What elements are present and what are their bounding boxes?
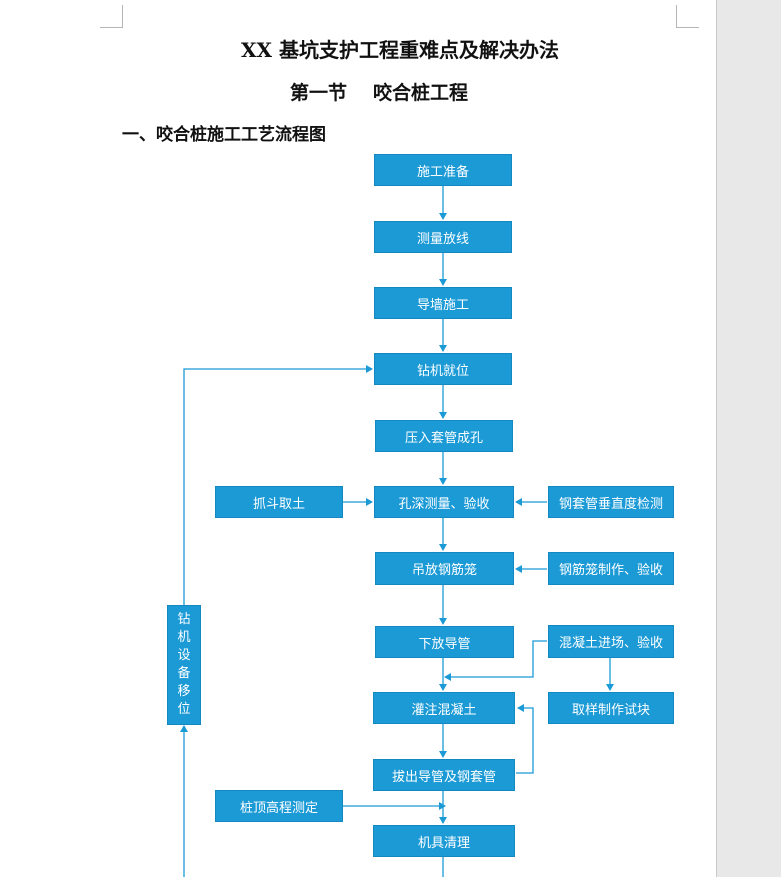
input-sample-making: 取样制作试块 xyxy=(548,692,674,724)
input-cage-fabrication: 钢筋笼制作、验收 xyxy=(548,552,674,585)
crop-mark-top-right xyxy=(676,5,699,28)
loop-char-3: 设 xyxy=(177,648,191,663)
input-pile-top-elevation: 桩顶高程测定 xyxy=(215,790,343,822)
step-equipment-cleaning: 机具清理 xyxy=(373,825,515,857)
subheading: 一、咬合桩施工工艺流程图 xyxy=(122,125,326,145)
step-depth-check: 孔深测量、验收 xyxy=(374,486,514,518)
input-concrete-arrival: 混凝土进场、验收 xyxy=(548,625,674,658)
input-grab-soil: 抓斗取土 xyxy=(215,486,343,518)
document-page: XX 基坑支护工程重难点及解决办法 第一节 咬合桩工程 一、咬合桩施工工艺流程图 xyxy=(0,0,717,877)
connector-casing-loop xyxy=(516,704,534,774)
loop-char-1: 钻 xyxy=(177,612,191,627)
section-heading: 第一节 咬合桩工程 xyxy=(290,78,468,105)
step-survey-setout: 测量放线 xyxy=(374,221,512,253)
loop-char-6: 位 xyxy=(177,702,191,717)
crop-mark-top-left xyxy=(100,5,123,28)
step-rig-position: 钻机就位 xyxy=(374,353,512,385)
loop-char-4: 备 xyxy=(177,666,191,681)
step-casing-extraction: 拔出导管及钢套管 xyxy=(373,759,515,791)
step-guide-wall: 导墙施工 xyxy=(374,287,512,319)
section-title: 咬合桩工程 xyxy=(373,82,469,104)
document-title: XX 基坑支护工程重难点及解决办法 xyxy=(241,38,559,62)
step-preparation: 施工准备 xyxy=(374,154,512,186)
step-tremie-lowering: 下放导管 xyxy=(375,626,514,658)
loop-char-2: 机 xyxy=(177,630,191,645)
rig-relocation-box: 钻 机 设 备 移 位 xyxy=(167,605,201,725)
section-number: 第一节 xyxy=(290,82,348,104)
loop-char-5: 移 xyxy=(177,684,191,699)
step-casing-boring: 压入套管成孔 xyxy=(375,420,513,452)
input-casing-verticality: 钢套管垂直度检测 xyxy=(548,486,674,518)
connector-concrete-arrival xyxy=(444,640,547,681)
step-cage-lowering: 吊放钢筋笼 xyxy=(375,552,514,585)
connector-relocate-back xyxy=(183,365,373,605)
step-concrete-pouring: 灌注混凝土 xyxy=(373,692,515,724)
